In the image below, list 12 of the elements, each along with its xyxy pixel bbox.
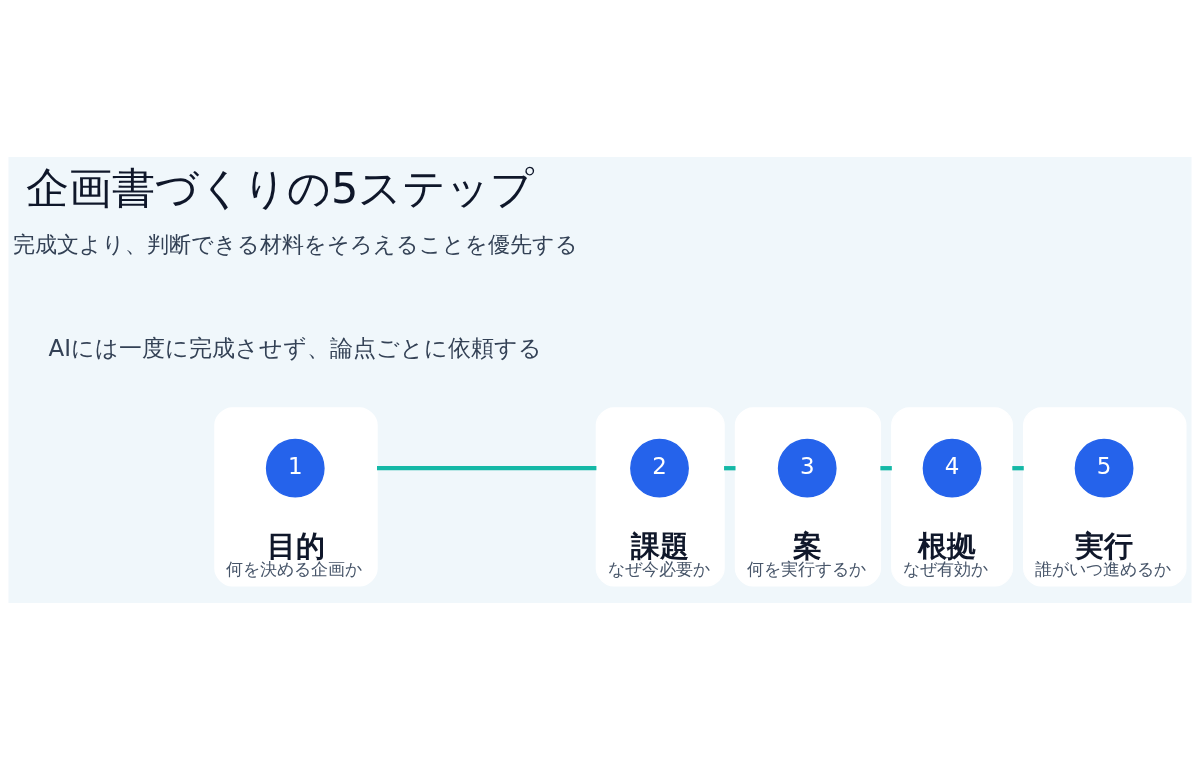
connector [724,466,736,471]
node-circle: 3 [777,438,837,498]
connector [880,466,892,471]
node-circle: 1 [265,438,325,498]
connector [377,466,597,471]
node-circle: 2 [630,438,689,498]
connector [1012,466,1024,471]
label: 完成文より、判断できる材料をそろえることを優先する [12,232,578,258]
node-circle: 5 [1074,438,1134,498]
label: AIには一度に完成させず、論点ごとに依頼する [48,335,542,362]
diagram-title: 企画書づくりの5ステップ [26,162,535,213]
node-circle: 4 [922,438,982,498]
